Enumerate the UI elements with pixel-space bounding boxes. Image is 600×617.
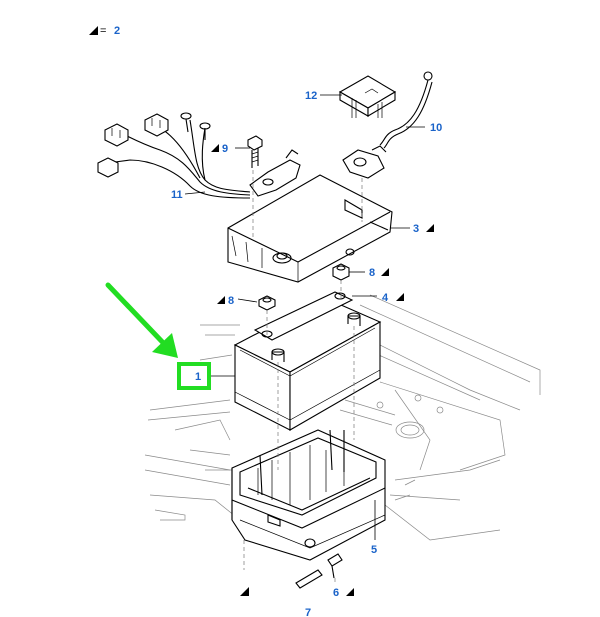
callout-8-right: 8 <box>369 267 375 279</box>
callout-1: 1 <box>195 371 201 383</box>
callout-11: 11 <box>171 189 183 201</box>
callout-8-left-triangle-icon <box>217 296 225 304</box>
callout-9: 9 <box>222 143 228 155</box>
negative-harness <box>97 112 301 199</box>
leader-lines <box>184 94 425 540</box>
callout-12: 12 <box>305 90 317 102</box>
hold-down-bolts <box>295 553 343 589</box>
callout-6-triangle-icon <box>346 588 354 596</box>
callout-4: 4 <box>382 292 389 304</box>
legend: = 2 <box>89 25 120 37</box>
highlight-arrow-head <box>152 333 178 358</box>
battery <box>233 291 382 431</box>
callout-7: 7 <box>305 607 311 617</box>
callout-3: 3 <box>413 223 419 235</box>
positive-cable <box>342 71 433 179</box>
callout-8-left: 8 <box>228 295 234 307</box>
terminal-cover <box>338 75 397 118</box>
callout-7-triangle-icon <box>240 587 249 596</box>
nut-right <box>332 263 350 281</box>
alignment-lines <box>243 170 363 585</box>
triangle-icon <box>89 26 98 35</box>
battery-tray <box>231 429 386 561</box>
bolt <box>247 135 263 168</box>
callout-4-triangle-icon <box>396 293 404 301</box>
callout-9-triangle-icon <box>211 144 219 152</box>
highlight-annotation <box>105 282 211 390</box>
legend-ref-label: 2 <box>114 25 120 37</box>
callout-5: 5 <box>371 544 377 556</box>
callout-labels: 1 3 4 5 6 7 8 8 9 10 11 12 <box>171 90 442 617</box>
vehicle-floor <box>144 294 541 541</box>
highlight-box <box>177 362 211 390</box>
legend-equals: = <box>100 25 106 37</box>
battery-cover <box>227 174 393 283</box>
callout-10: 10 <box>430 122 442 134</box>
callout-3-triangle-icon <box>426 224 434 232</box>
callout-8-right-triangle-icon <box>381 268 389 276</box>
callout-6: 6 <box>333 587 339 599</box>
